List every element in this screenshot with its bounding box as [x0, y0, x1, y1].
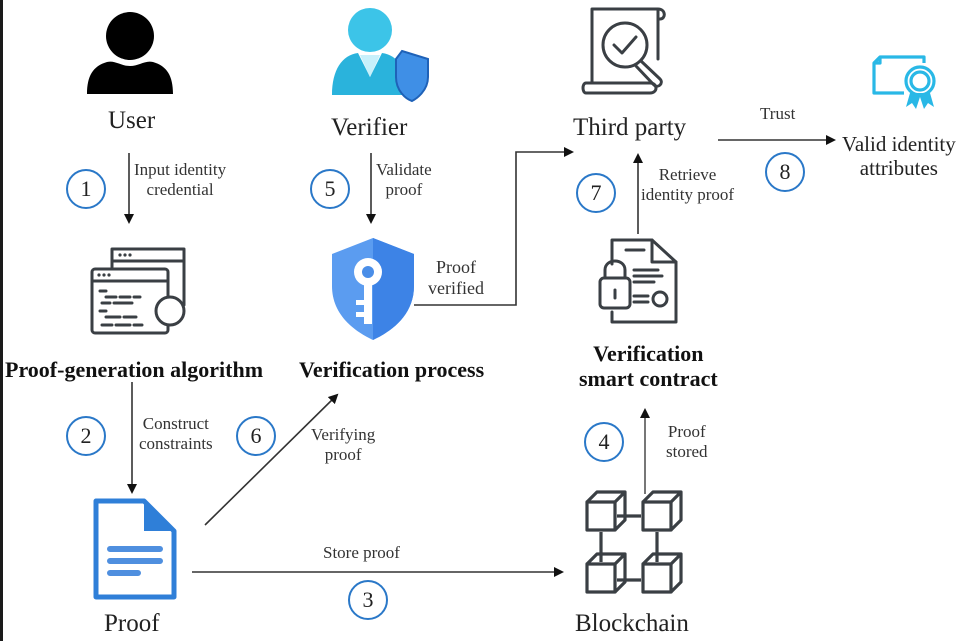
- edge-label-proof-stored: Proof stored: [666, 422, 708, 461]
- arrow-proof-to-process: [204, 393, 339, 526]
- edge-label-trust: Trust: [760, 104, 796, 123]
- certificate-ribbon-icon: [872, 55, 936, 109]
- verifying-line2: proof: [324, 444, 362, 464]
- edge-label-input-credential: Input identity credential: [134, 160, 226, 199]
- step-badge-8: 8: [765, 152, 805, 192]
- node-proof: Proof: [104, 610, 160, 637]
- edge-label-proof-verified: Proof verified: [428, 257, 484, 298]
- user-silhouette-icon: [87, 12, 173, 94]
- code-windows-icon: [90, 247, 186, 335]
- step-badge-7: 7: [576, 173, 616, 213]
- edge-label-validate-proof: Validate proof: [376, 160, 432, 199]
- edge-label-store-proof: Store proof: [323, 543, 400, 562]
- step-badge-4: 4: [584, 422, 624, 462]
- edge-label-retrieve-proof: Retrieve identity proof: [641, 165, 734, 204]
- input-credential-line1: Input identity: [134, 160, 227, 179]
- retrieve-line2: identity proof: [641, 184, 735, 204]
- edge-label-verifying-proof: Verifying proof: [311, 425, 375, 464]
- node-proof-generation: Proof-generation algorithm: [5, 357, 264, 382]
- step-badge-6: 6: [236, 416, 276, 456]
- proof-verified-line2: verified: [428, 277, 484, 298]
- node-verifier: Verifier: [331, 114, 408, 141]
- valid-attrs-line1: Valid identity: [842, 132, 956, 156]
- proof-verified-line1: Proof: [435, 257, 476, 277]
- step-badge-5: 5: [310, 169, 350, 209]
- locked-document-icon: [598, 238, 678, 324]
- arrow-process-to-thirdparty: [414, 147, 574, 306]
- left-border: [0, 0, 3, 641]
- linked-cubes-icon: [585, 490, 683, 594]
- validate-line2: proof: [385, 179, 423, 199]
- shield-key-icon: [332, 238, 414, 340]
- proof-stored-line1: Proof: [667, 422, 706, 441]
- verifying-line1: Verifying: [311, 425, 376, 444]
- smart-contract-line2: smart contract: [579, 366, 718, 392]
- node-blockchain: Blockchain: [575, 610, 689, 637]
- validate-line1: Validate: [376, 160, 432, 179]
- construct-line2: constraints: [139, 433, 213, 453]
- step-badge-1: 1: [66, 169, 106, 209]
- input-credential-line2: credential: [146, 179, 214, 199]
- edge-label-construct-constraints: Construct constraints: [139, 414, 213, 453]
- smart-contract-line1: Verification: [593, 341, 704, 366]
- node-valid-attributes: Valid identity attributes: [842, 132, 956, 180]
- node-verification-process: Verification process: [299, 357, 485, 382]
- document-magnifier-check-icon: [581, 7, 666, 95]
- document-icon: [93, 498, 177, 600]
- retrieve-line1: Retrieve: [658, 165, 717, 184]
- node-third-party: Third party: [573, 114, 687, 141]
- node-smart-contract: Verification smart contract: [579, 341, 718, 392]
- verifier-shield-user-icon: [332, 8, 429, 103]
- construct-line1: Construct: [142, 414, 209, 433]
- node-user: User: [108, 107, 156, 134]
- step-badge-3: 3: [348, 580, 388, 620]
- valid-attrs-line2: attributes: [859, 156, 938, 181]
- proof-stored-line2: stored: [666, 441, 708, 461]
- step-badge-2: 2: [66, 416, 106, 456]
